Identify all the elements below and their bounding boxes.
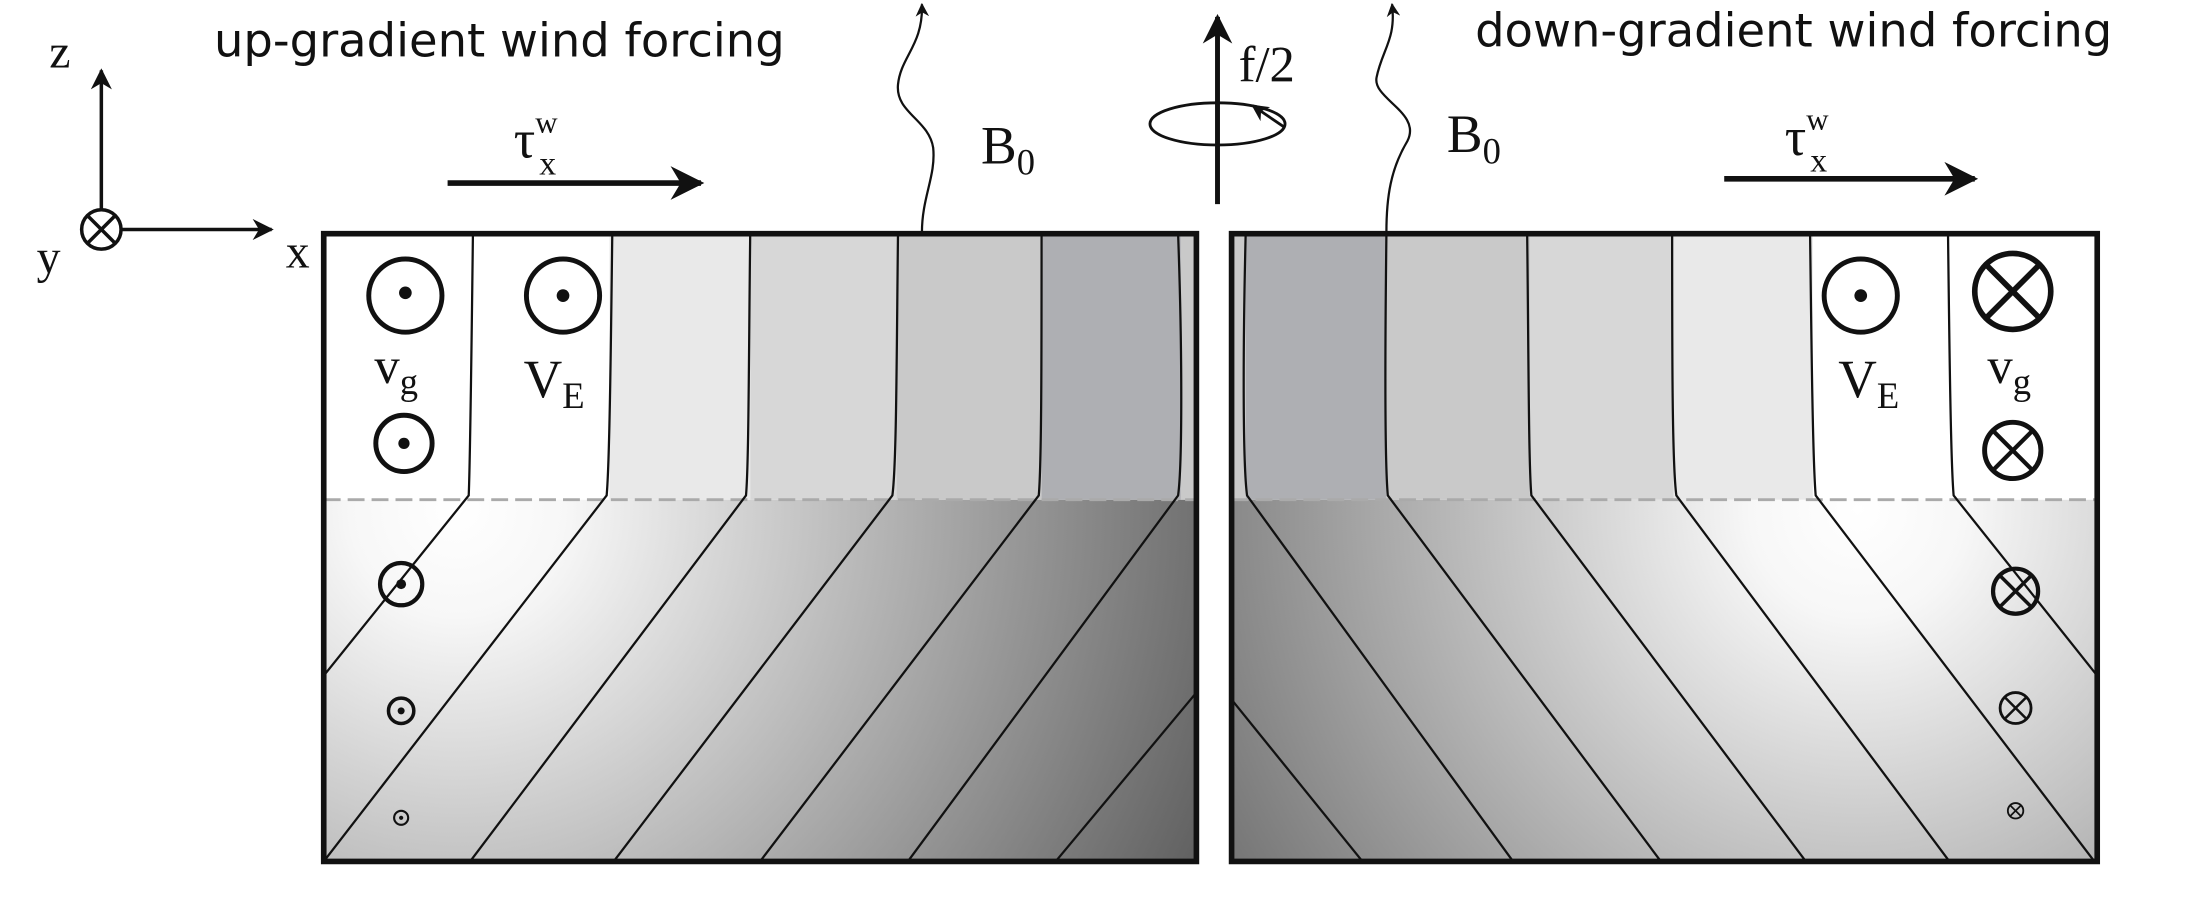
rotation-icon [1148, 13, 1287, 205]
into-page-icon [2006, 802, 2025, 820]
buoyancy-flux-label-left: B0 [981, 115, 1035, 182]
into-page-icon [1990, 566, 2041, 616]
x-axis-label: x [286, 225, 310, 278]
lower-layer-gradient [323, 499, 1197, 862]
buoyancy-flux-wavy-arrow-right [1375, 2, 1412, 233]
into-page-icon [1971, 250, 2054, 333]
out-of-page-icon [1821, 256, 1900, 335]
z-axis-label: z [49, 26, 70, 79]
into-page-icon [1982, 419, 2044, 482]
tau-superscript: w [535, 104, 558, 139]
out-of-page-icon [393, 809, 410, 826]
isopycnal-contours [322, 233, 1198, 863]
coordinate-axes: z y x [37, 26, 310, 284]
right-panel-frame [1228, 230, 2101, 865]
geostrophic-velocity-label: vg [1987, 338, 2031, 402]
out-of-page-icon [523, 256, 603, 335]
isopycnal-contours [1230, 233, 2099, 863]
svg-text:τwx: τwx [1785, 102, 1830, 180]
geostrophic-velocity-label: vg [374, 338, 418, 402]
out-of-page-icon [366, 256, 445, 335]
buoyancy-flux-wavy-arrow-left [896, 2, 935, 233]
right-panel-title: down-gradient wind forcing [1475, 3, 2112, 57]
y-axis-label: y [37, 231, 61, 284]
tau-subscript: x [1810, 143, 1827, 180]
left-panel-title: up-gradient wind forcing [214, 13, 785, 67]
left-panel-frame [320, 230, 1200, 865]
tau-symbol: τ [1785, 107, 1807, 167]
buoyancy-flux-label-right: B0 [1447, 104, 1501, 171]
svg-text:τwx: τwx [514, 104, 558, 182]
out-of-page-icon [377, 560, 425, 608]
left-panel: vg VE [320, 230, 1200, 865]
right-panel: VE vg [1228, 230, 2101, 865]
ekman-velocity-label: VE [1838, 349, 1899, 416]
tau-superscript: w [1806, 102, 1829, 137]
rotation-label: f/2 [1239, 37, 1295, 93]
out-of-page-icon [373, 412, 435, 475]
ekman-velocity-label: VE [524, 349, 585, 416]
tau-subscript: x [539, 146, 556, 183]
y-axis-into-page-icon [79, 207, 123, 251]
out-of-page-icon [386, 696, 416, 726]
tau-symbol: τ [514, 110, 536, 170]
lower-layer-gradient [1231, 499, 2098, 862]
into-page-icon [1998, 691, 2033, 725]
